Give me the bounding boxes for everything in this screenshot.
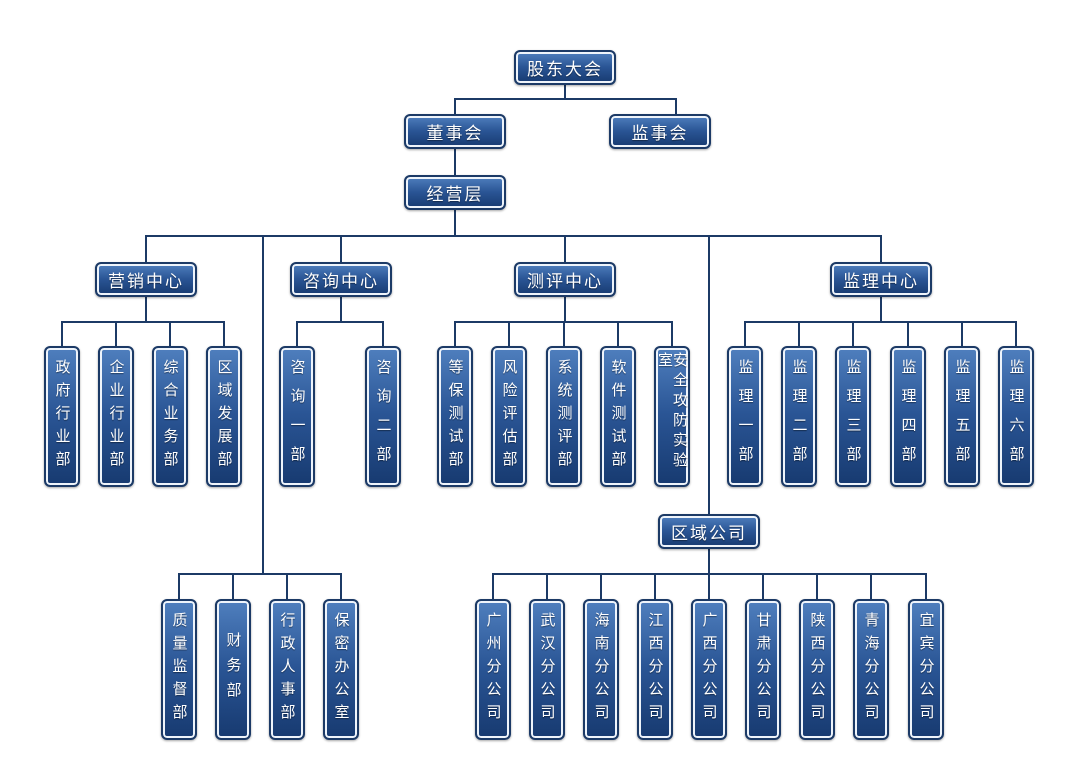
unit-level-protection-testing: 等保测试部 (437, 346, 473, 487)
node-consulting-center: 咨询中心 (290, 262, 392, 297)
unit-system-evaluation: 系统测评部 (546, 346, 582, 487)
node-board-of-directors: 董事会 (404, 114, 506, 149)
unit-supervision-dept-1: 监理一部 (727, 346, 763, 487)
node-testing-center: 测评中心 (514, 262, 616, 297)
node-marketing-center: 营销中心 (95, 262, 197, 297)
node-board-of-supervisors: 监事会 (609, 114, 711, 149)
branch-guangzhou: 广州分公司 (475, 599, 511, 740)
unit-supervision-dept-6: 监理六部 (998, 346, 1034, 487)
unit-consulting-dept-2: 咨询二部 (365, 346, 401, 487)
branch-shaanxi: 陕西分公司 (799, 599, 835, 740)
node-management: 经营层 (404, 175, 506, 210)
unit-supervision-dept-4: 监理四部 (890, 346, 926, 487)
branch-hainan: 海南分公司 (583, 599, 619, 740)
unit-software-testing: 软件测试部 (600, 346, 636, 487)
unit-integrated-business: 综合业务部 (152, 346, 188, 487)
unit-security-lab: 安全攻防实验室 (654, 346, 690, 487)
unit-hr-administration: 行政人事部 (269, 599, 305, 740)
branch-yibin: 宜宾分公司 (908, 599, 944, 740)
branch-gansu: 甘肃分公司 (745, 599, 781, 740)
unit-enterprise-industry: 企业行业部 (98, 346, 134, 487)
unit-finance: 财务部 (215, 599, 251, 740)
branch-qinghai: 青海分公司 (853, 599, 889, 740)
branch-wuhan: 武汉分公司 (529, 599, 565, 740)
unit-confidentiality-office: 保密办公室 (323, 599, 359, 740)
node-regional-companies: 区域公司 (658, 514, 760, 549)
unit-supervision-dept-5: 监理五部 (944, 346, 980, 487)
unit-regional-development: 区域发展部 (206, 346, 242, 487)
branch-jiangxi: 江西分公司 (637, 599, 673, 740)
branch-guangxi: 广西分公司 (691, 599, 727, 740)
node-supervision-center: 监理中心 (830, 262, 932, 297)
unit-quality-supervision: 质量监督部 (161, 599, 197, 740)
unit-supervision-dept-2: 监理二部 (781, 346, 817, 487)
unit-government-industry: 政府行业部 (44, 346, 80, 487)
unit-consulting-dept-1: 咨询一部 (279, 346, 315, 487)
unit-risk-assessment: 风险评估部 (491, 346, 527, 487)
node-shareholders-meeting: 股东大会 (514, 50, 616, 85)
unit-supervision-dept-3: 监理三部 (835, 346, 871, 487)
